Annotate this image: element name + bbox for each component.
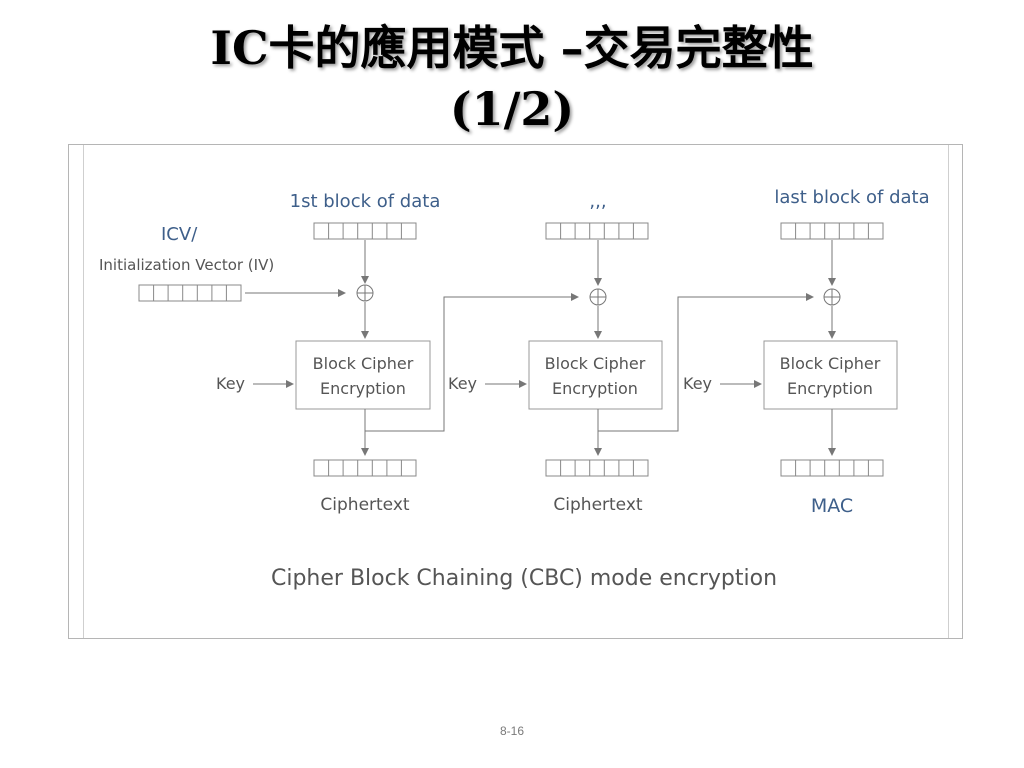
iv-label-line-1: ICV/ — [161, 224, 198, 245]
column-3-input-register — [780, 222, 884, 240]
column-1-input-label: 1st block of data — [290, 191, 441, 212]
chain-arrow-1-to-2 — [365, 293, 579, 432]
column-2-input-label: ,,, — [589, 191, 606, 212]
column-3-xor-icon — [823, 288, 841, 306]
column-3-output-register — [780, 459, 884, 477]
column-1-cipher-label-line-2: Encryption — [320, 379, 406, 398]
column-3-output-label: MAC — [811, 495, 853, 517]
slide-title: IC卡的應用模式 –交易完整性 (1/2) — [0, 22, 1024, 136]
column-1-key-label: Key — [216, 374, 245, 393]
column-2-key-label: Key — [448, 374, 477, 393]
title-line-2: (1/2) — [449, 81, 575, 136]
column-1-input-register — [313, 222, 417, 240]
column-2-input-register — [545, 222, 649, 240]
column-2-output-label: Ciphertext — [553, 495, 642, 515]
iv-register — [138, 284, 242, 302]
column-1-cipher-label-line-1: Block Cipher — [313, 354, 414, 373]
cbc-figure: ICV/ Initialization Vector (IV) 1st bloc… — [68, 144, 963, 639]
column-2-cipher-box — [528, 340, 663, 410]
column-1-output-register — [313, 459, 417, 477]
column-1-xor-icon — [356, 284, 374, 302]
iv-label-line-2: Initialization Vector (IV) — [99, 256, 274, 274]
chain-arrow-2-to-3 — [598, 293, 814, 432]
column-2-xor-icon — [589, 288, 607, 306]
title-line-1: IC卡的應用模式 –交易完整性 — [210, 21, 814, 75]
column-3-cipher-box — [763, 340, 898, 410]
column-3-key-label: Key — [683, 374, 712, 393]
column-2-output-register — [545, 459, 649, 477]
column-3-cipher-label-line-2: Encryption — [787, 379, 873, 398]
column-2-cipher-label-line-1: Block Cipher — [545, 354, 646, 373]
figure-caption: Cipher Block Chaining (CBC) mode encrypt… — [271, 566, 777, 591]
column-3-cipher-label-line-1: Block Cipher — [780, 354, 881, 373]
column-1-cipher-box — [295, 340, 431, 410]
cbc-diagram: ICV/ Initialization Vector (IV) 1st bloc… — [99, 187, 930, 591]
column-3-input-label: last block of data — [774, 187, 929, 208]
figure-inner-border — [83, 145, 949, 638]
page-number: 8-16 — [499, 724, 525, 738]
column-2-cipher-label-line-2: Encryption — [552, 379, 638, 398]
column-1-output-label: Ciphertext — [320, 495, 409, 515]
